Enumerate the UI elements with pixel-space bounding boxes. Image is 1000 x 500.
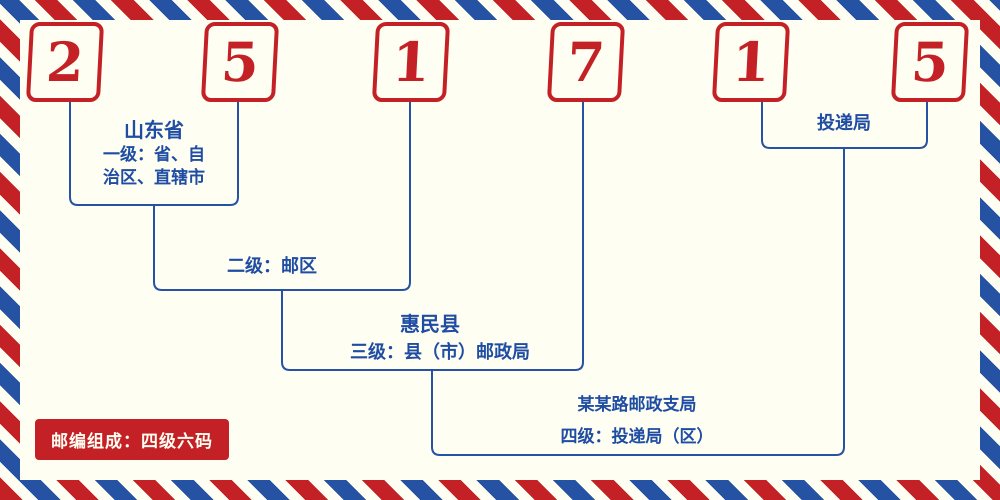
digit-2: 5 [219, 30, 261, 94]
digit-box-6: 5 [890, 22, 970, 102]
level3-description: 三级：县（市）邮政局 [350, 342, 530, 363]
level4-description: 四级：投递局（区） [560, 427, 714, 447]
digit-box-1: 2 [25, 22, 105, 102]
digit-3: 1 [390, 30, 432, 94]
digit-box-3: 1 [371, 22, 451, 102]
digit-box-5: 1 [711, 22, 791, 102]
digit-1: 2 [44, 30, 86, 94]
composition-badge: 邮编组成：四级六码 [35, 419, 229, 460]
delivery-office-label: 投递局 [817, 113, 871, 134]
digit-box-2: 5 [200, 22, 280, 102]
province-name: 山东省 [124, 118, 184, 142]
digit-4: 7 [565, 30, 607, 94]
digit-6: 5 [909, 30, 951, 94]
level1-description: 一级：省、自治区、直辖市 [103, 145, 205, 188]
diagram-canvas [20, 20, 980, 480]
county-name: 惠民县 [400, 312, 460, 336]
digit-box-4: 7 [546, 22, 626, 102]
digit-5: 1 [730, 30, 772, 94]
level2-description: 二级：邮区 [227, 256, 317, 277]
branch-name: 某某路邮政支局 [577, 395, 697, 415]
